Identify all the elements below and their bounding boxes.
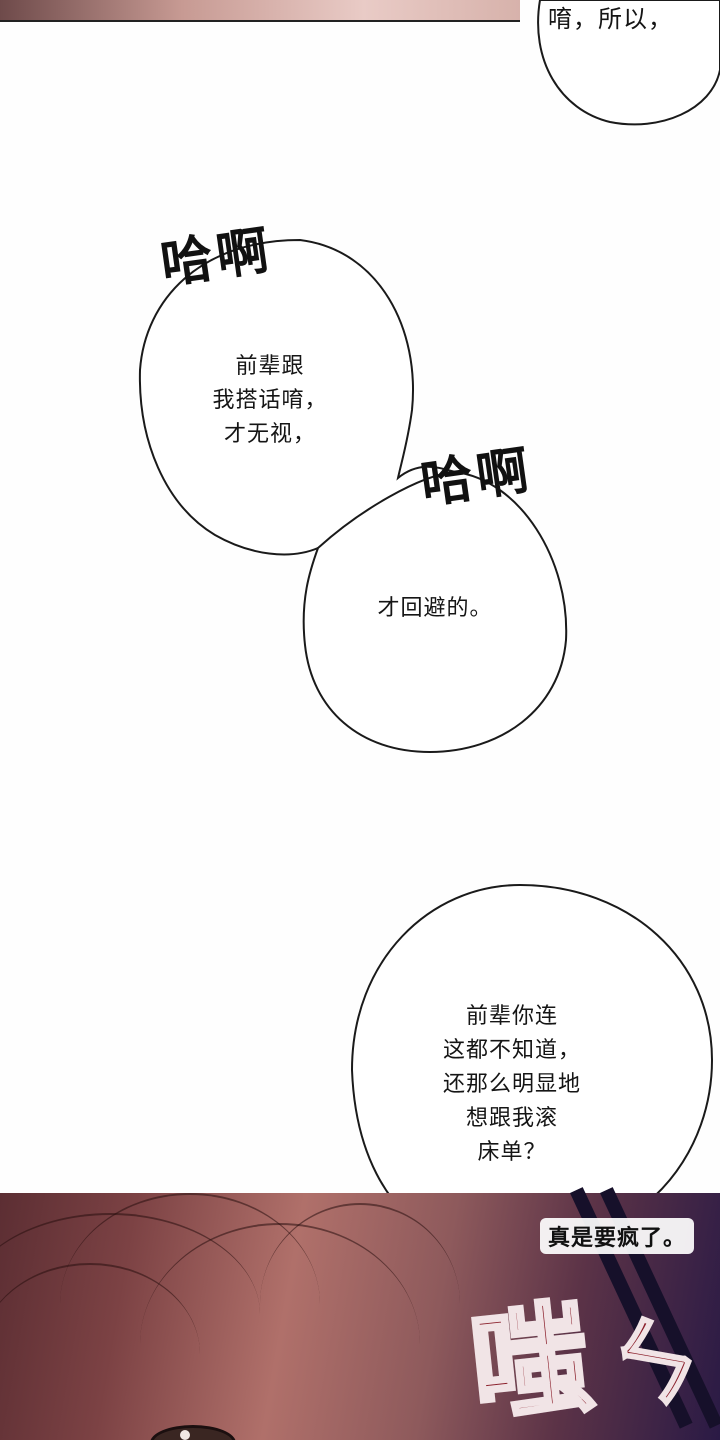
bottom-bubble-line: 还那么明显地 <box>442 1072 581 1097</box>
hair-strand <box>60 1193 320 1415</box>
bottom-bubble-line: 床单？ <box>477 1140 547 1165</box>
hair-strand <box>0 1263 200 1440</box>
bottom-bubble-line: 想跟我滚 <box>465 1106 558 1131</box>
eye-highlight <box>180 1430 190 1440</box>
top-bubble-text: 唷，所以， <box>548 5 673 33</box>
bottom-bubble-line: 前辈你连 <box>465 1004 558 1029</box>
left-bubble-text: 前辈跟 我搭话唷， 才无视， <box>180 350 360 452</box>
left-bubble-line: 前辈跟 <box>235 354 305 379</box>
right-bubble-text: 才回避的。 <box>377 596 493 621</box>
left-bubble-line: 我搭话唷， <box>212 388 328 413</box>
previous-panel-edge <box>0 0 520 22</box>
hair-strand <box>260 1203 460 1405</box>
red-sfx: 嗤 <box>462 1286 606 1440</box>
bottom-bubble-text: 前辈你连 这都不知道， 还那么明显地 想跟我滚 床单？ <box>412 1000 612 1170</box>
gasp-sfx-left: 哈啊 <box>157 220 277 296</box>
left-bubble-line: 才无视， <box>223 422 316 447</box>
bottom-bubble-line: 这都不知道， <box>442 1038 581 1063</box>
hair-strand <box>140 1223 420 1440</box>
top-speech-bubble <box>537 0 720 126</box>
gasp-sfx-right: 哈啊 <box>417 440 537 516</box>
caption-text: 真是要疯了。 <box>540 1218 695 1254</box>
right-speech-bubble <box>302 470 568 754</box>
